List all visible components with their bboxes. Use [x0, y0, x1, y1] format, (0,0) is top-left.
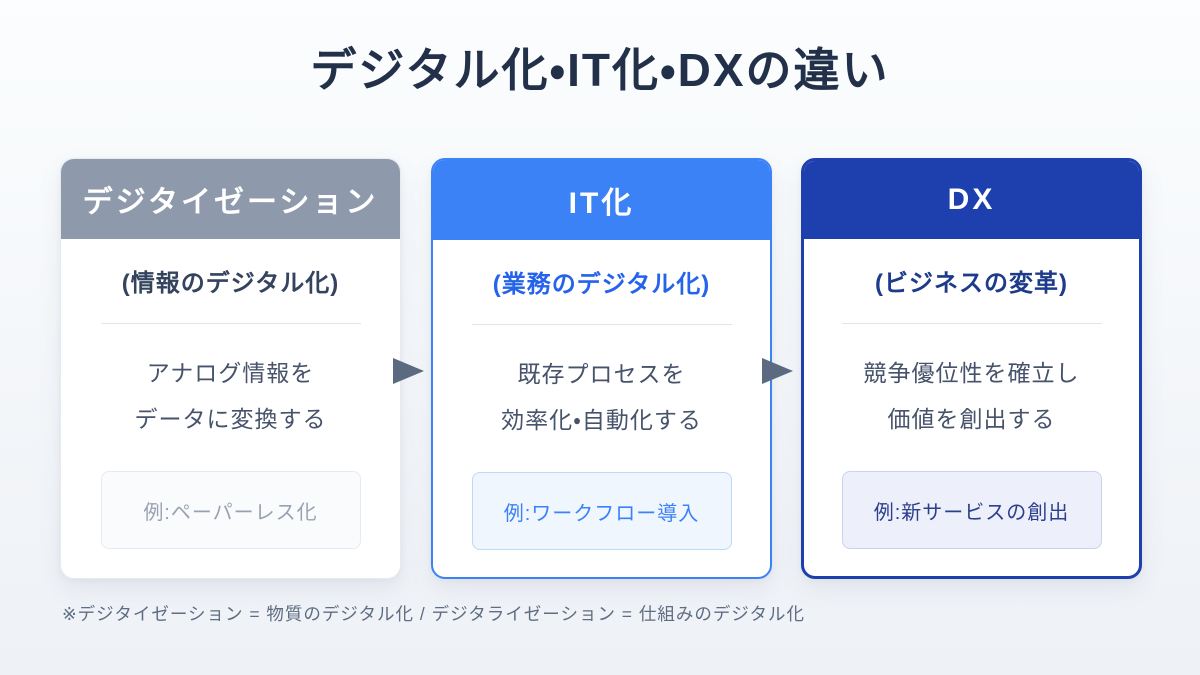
card-header-label: IT化 [568, 187, 635, 220]
arrow-right-icon [762, 358, 793, 384]
card-body: (情報のデジタル化) アナログ情報をデータに変換する 例:ペーパーレス化 [61, 263, 400, 549]
card-digitization: デジタイゼーション (情報のデジタル化) アナログ情報をデータに変換する 例:ペ… [60, 158, 401, 579]
divider [100, 323, 361, 324]
description-line: データに変換する [134, 406, 327, 432]
divider [841, 323, 1102, 324]
card-dx: DX (ビジネスの変革) 競争優位性を確立し価値を創出する 例:新サービスの創出 [801, 158, 1142, 579]
description-line: 効率化・自動化する [501, 407, 702, 433]
description-line: アナログ情報を [146, 360, 315, 386]
card-body: (業務のデジタル化) 既存プロセスを効率化・自動化する 例:ワークフロー導入 [433, 264, 770, 550]
card-header-label: デジタイゼーション [82, 186, 379, 219]
divider [471, 324, 732, 325]
card-header: DX [804, 161, 1139, 239]
example-box: 例:ワークフロー導入 [471, 472, 732, 550]
card-description: 競争優位性を確立し価値を創出する [804, 350, 1139, 442]
example-box: 例:ペーパーレス化 [100, 471, 361, 549]
card-it-ka: IT化 (業務のデジタル化) 既存プロセスを効率化・自動化する 例:ワークフロー… [431, 158, 772, 579]
card-description: 既存プロセスを効率化・自動化する [433, 351, 770, 443]
arrow-right-icon [393, 358, 424, 384]
description-line: 価値を創出する [887, 406, 1056, 432]
description-line: 競争優位性を確立し [863, 360, 1080, 386]
example-box: 例:新サービスの創出 [841, 471, 1102, 549]
page-title: デジタル化・IT化・DXの違い [310, 44, 890, 96]
card-header: デジタイゼーション [61, 159, 400, 239]
card-subtitle: (業務のデジタル化) [492, 271, 711, 298]
card-body: (ビジネスの変革) 競争優位性を確立し価値を創出する 例:新サービスの創出 [804, 263, 1139, 549]
card-header: IT化 [433, 160, 770, 240]
description-line: 既存プロセスを [517, 361, 686, 387]
card-description: アナログ情報をデータに変換する [61, 350, 400, 442]
card-subtitle: (ビジネスの変革) [875, 270, 1068, 297]
card-subtitle: (情報のデジタル化) [121, 270, 340, 297]
footnote: ※デジタイゼーション = 物質のデジタル化 / デジタライゼーション = 仕組み… [62, 604, 806, 624]
card-header-label: DX [947, 183, 996, 216]
